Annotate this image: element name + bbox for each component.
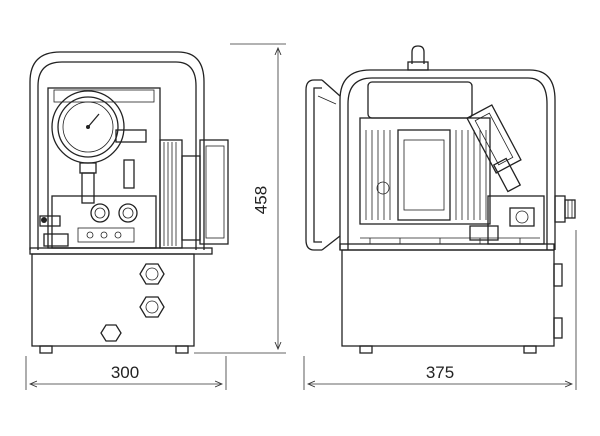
dimension-front-width: 300 — [25, 356, 227, 390]
side-gauge-icon — [466, 104, 522, 193]
hex-plug-icon — [139, 263, 165, 285]
dimension-side-depth: 375 — [303, 230, 577, 390]
drain-plug-icon — [100, 324, 122, 342]
side-foot-right — [523, 345, 537, 354]
dimension-height: 458 — [194, 43, 286, 354]
side-motor-body — [359, 117, 491, 225]
side-valve-block — [487, 195, 545, 245]
side-view — [305, 45, 576, 354]
quick-coupler-icon — [554, 195, 576, 223]
front-view — [29, 51, 229, 354]
front-motor-housing — [47, 87, 161, 249]
side-bracket — [305, 79, 322, 251]
front-width-dimension-label: 300 — [111, 363, 139, 382]
front-handle — [29, 51, 205, 250]
side-foot-left — [359, 345, 373, 354]
side-motor-cover — [367, 81, 473, 119]
hex-plug-icon — [139, 296, 165, 318]
side-depth-dimension-label: 375 — [426, 363, 454, 382]
sight-glass-icon — [553, 263, 563, 287]
height-dimension-label: 458 — [251, 186, 270, 214]
side-plug-icon — [553, 317, 563, 339]
lifting-eye-icon — [411, 45, 425, 64]
side-tank — [341, 249, 555, 347]
front-foot-right — [175, 345, 189, 354]
front-tank — [31, 253, 195, 347]
front-foot-left — [39, 345, 53, 354]
front-motor-endcap — [199, 139, 229, 245]
pressure-gauge-icon — [51, 90, 125, 174]
side-handle — [339, 69, 556, 250]
